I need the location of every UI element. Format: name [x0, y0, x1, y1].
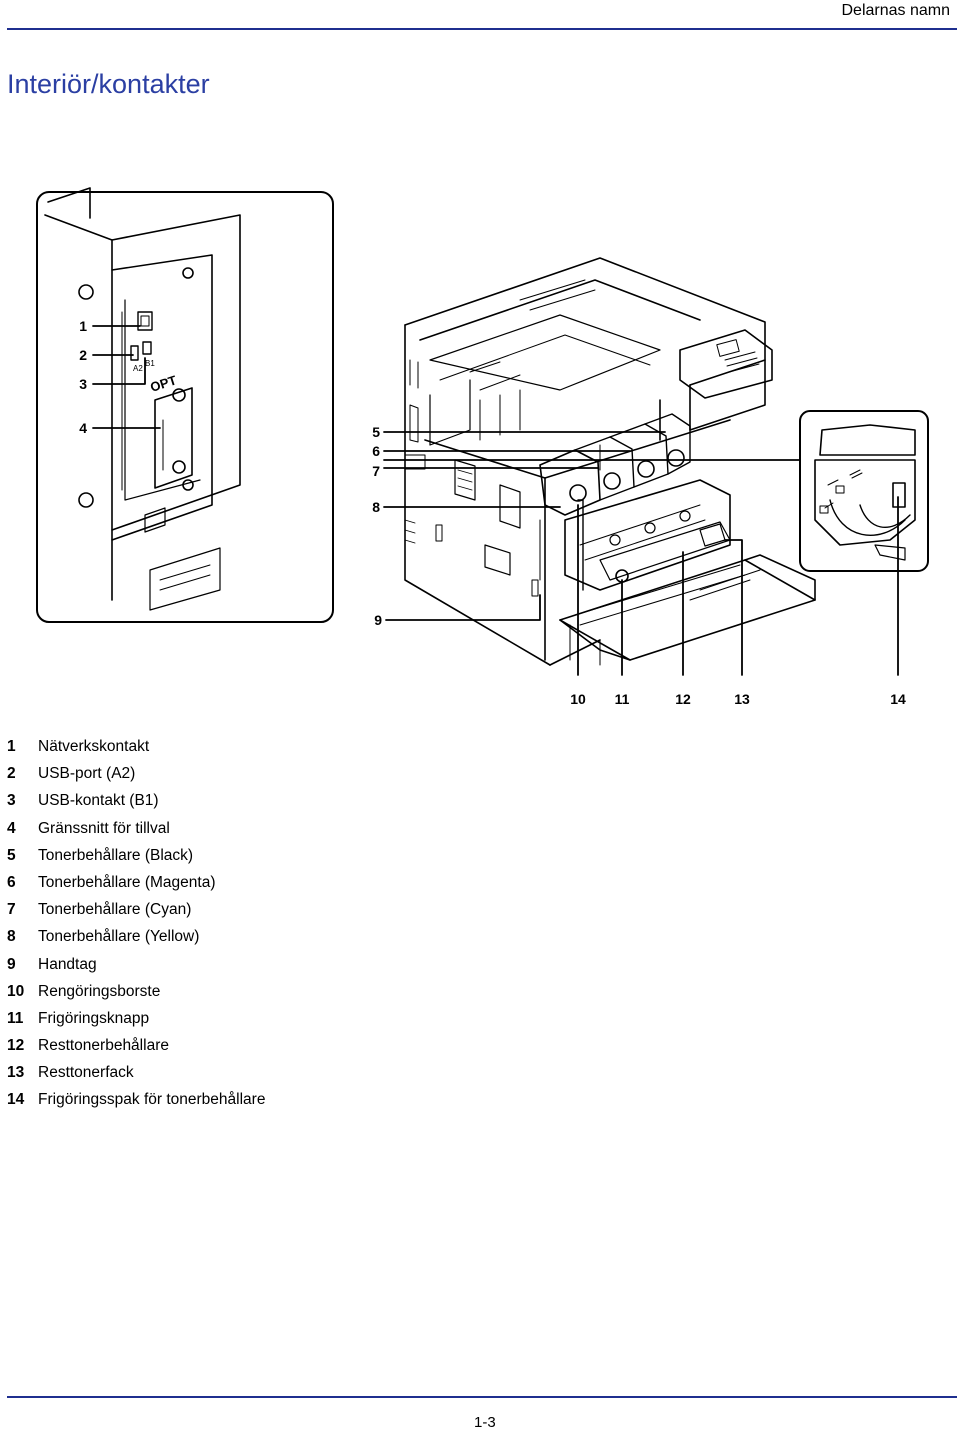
callout-8: 8: [372, 499, 380, 515]
legend-number: 5: [7, 846, 16, 864]
legend-number: 13: [7, 1064, 25, 1082]
legend-number: 6: [7, 873, 16, 891]
callout-numbers: 1 2 3 4 5 6 7 8 9 10 11 12 13 14: [79, 318, 906, 707]
legend-text: Frigöringsspak för tonerbehållare: [38, 1091, 266, 1109]
legend-item: 13 Resttonerfack: [7, 1062, 265, 1089]
usb-a2-label: A2: [133, 364, 143, 373]
legend-text: Frigöringsknapp: [38, 1009, 150, 1027]
callout-3: 3: [79, 376, 87, 392]
legend-item: 1 Nätverkskontakt: [7, 736, 265, 763]
toner-release-inset: [799, 410, 929, 572]
callout-12: 12: [675, 691, 691, 707]
printer-body: [404, 257, 816, 666]
callout-4: 4: [79, 420, 87, 436]
legend-number: 2: [7, 765, 16, 783]
callout-leaders: [92, 325, 899, 676]
legend-text: Nätverkskontakt: [38, 738, 150, 755]
parts-legend: 1 Nätverkskontakt 2 USB-port (A2) 3 USB-kon…: [7, 736, 265, 1117]
legend-text: Resttonerfack: [38, 1064, 134, 1082]
legend-number: 10: [7, 982, 25, 1000]
legend-number: 12: [7, 1037, 25, 1055]
legend-item: 6 Tonerbehållare (Magenta): [7, 872, 265, 899]
legend-text: Tonerbehållare (Yellow): [38, 928, 200, 946]
legend-text: Handtag: [38, 955, 97, 973]
callout-14: 14: [890, 691, 906, 707]
legend-item: 4 Gränssnitt för tillval: [7, 818, 265, 845]
callout-7: 7: [372, 463, 380, 479]
legend-text: Resttonerbehållare: [38, 1037, 169, 1055]
legend-item: 2 USB-port (A2): [7, 763, 265, 790]
callout-11: 11: [615, 691, 630, 707]
legend-item: 9 Handtag: [7, 954, 265, 981]
footer-rule: [7, 1396, 957, 1398]
callout-1: 1: [79, 318, 87, 334]
callout-13: 13: [734, 691, 750, 707]
legend-number: 7: [7, 901, 16, 919]
callout-9: 9: [374, 612, 382, 628]
header-rule: [7, 28, 957, 30]
legend-number: 4: [7, 819, 16, 837]
legend-number: 11: [7, 1009, 24, 1027]
legend-text: Gränssnitt för tillval: [38, 819, 170, 837]
callout-10: 10: [570, 691, 586, 707]
legend-text: Tonerbehållare (Cyan): [38, 901, 192, 919]
legend-item: 8 Tonerbehållare (Yellow): [7, 926, 265, 953]
page-number: 1-3: [474, 1414, 496, 1431]
legend-text: USB-kontakt (B1): [38, 792, 159, 810]
legend-text: Rengöringsborste: [38, 982, 161, 1000]
legend-item: 10 Rengöringsborste: [7, 981, 265, 1008]
connector-panel-inset: [36, 187, 334, 623]
legend-item: 14 Frigöringsspak för tonerbehållare: [7, 1089, 265, 1116]
legend-number: 9: [7, 955, 16, 973]
printer-interior-illustration: A2 B1 OPT: [36, 187, 929, 707]
legend-number: 14: [7, 1091, 25, 1109]
legend-item: 5 Tonerbehållare (Black): [7, 845, 265, 872]
callout-2: 2: [79, 347, 87, 363]
legend-number: 3: [7, 792, 16, 810]
legend-number: 8: [7, 928, 16, 946]
page-title: Interiör/kontakter: [7, 69, 210, 99]
legend-item: 3 USB-kontakt (B1): [7, 790, 265, 817]
callout-5: 5: [372, 424, 380, 440]
legend-text: USB-port (A2): [38, 765, 136, 783]
usb-b1-label: B1: [145, 359, 155, 368]
running-header: Delarnas namn: [841, 2, 951, 19]
legend-number: 1: [7, 738, 16, 755]
legend-item: 7 Tonerbehållare (Cyan): [7, 899, 265, 926]
legend-item: 11 Frigöringsknapp: [7, 1008, 265, 1035]
callout-6: 6: [372, 443, 380, 459]
legend-text: Tonerbehållare (Magenta): [38, 873, 216, 891]
legend-item: 12 Resttonerbehållare: [7, 1035, 265, 1062]
legend-text: Tonerbehållare (Black): [38, 846, 194, 864]
